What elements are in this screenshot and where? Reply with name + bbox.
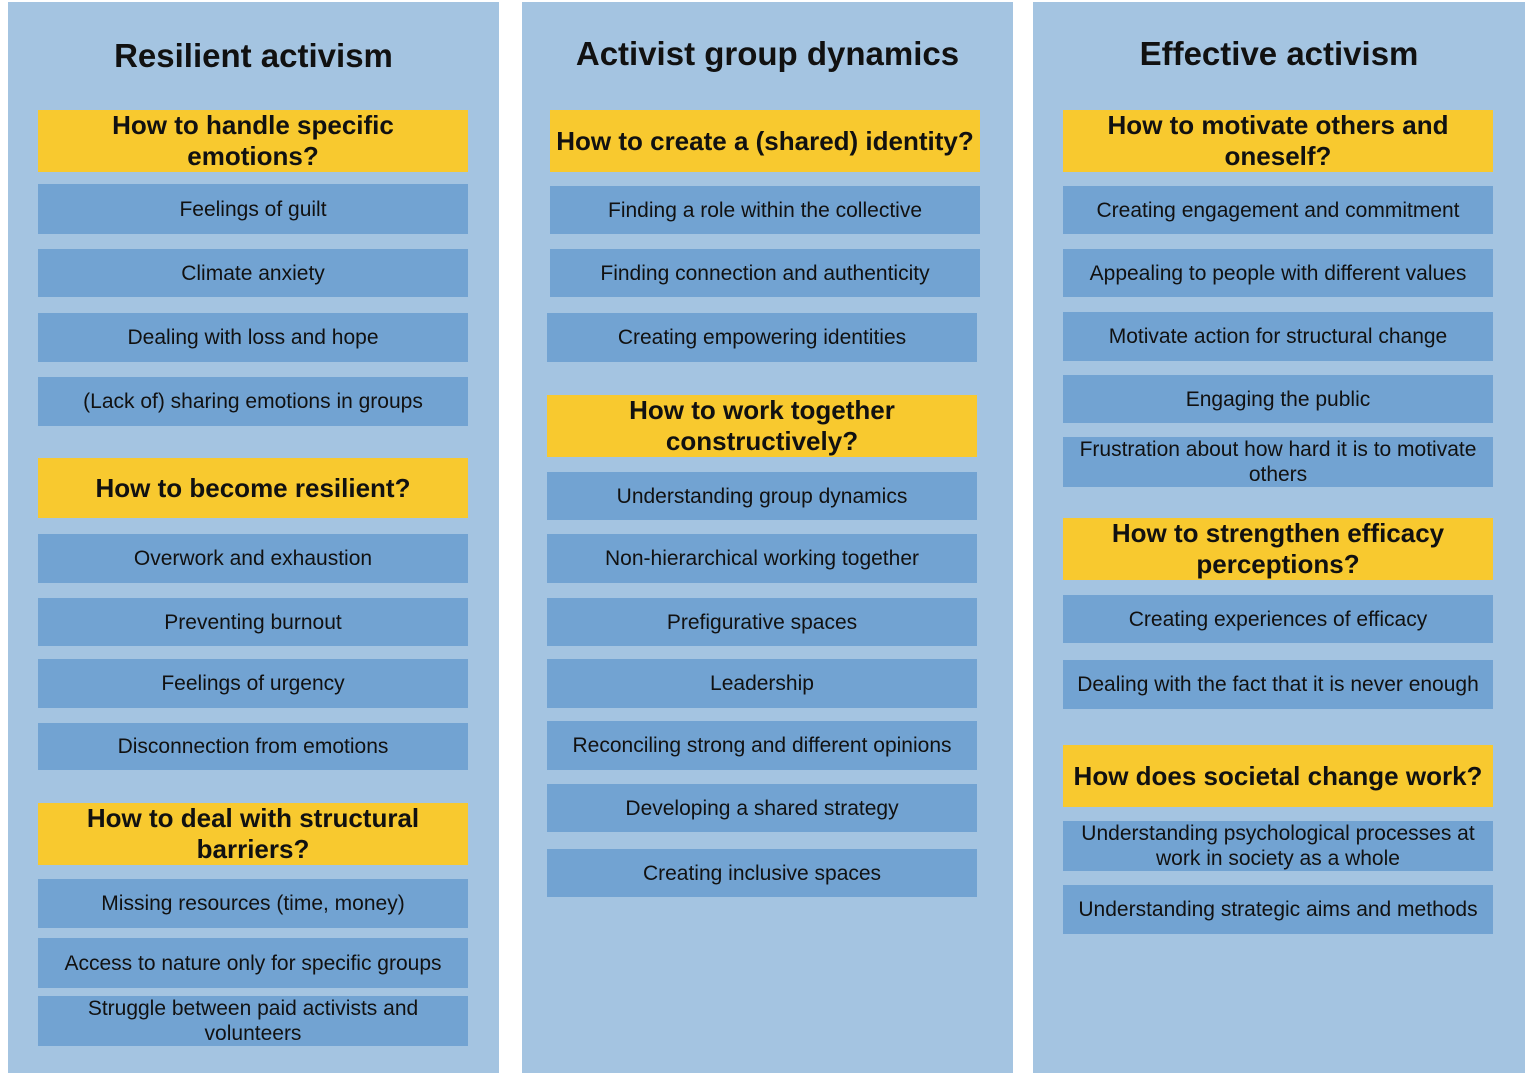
- section-heading: How to motivate others and oneself?: [1063, 110, 1493, 172]
- topic-item: Dealing with the fact that it is never e…: [1063, 660, 1493, 709]
- topic-item: Disconnection from emotions: [38, 723, 468, 770]
- topic-item: Engaging the public: [1063, 375, 1493, 423]
- topic-item: Reconciling strong and different opinion…: [547, 721, 977, 770]
- section-heading: How to handle specific emotions?: [38, 110, 468, 172]
- column-resilient-activism: Resilient activism How to handle specifi…: [8, 2, 499, 1073]
- section-heading: How to create a (shared) identity?: [550, 110, 980, 172]
- column-title: Resilient activism: [114, 37, 393, 74]
- topic-item: Developing a shared strategy: [547, 784, 977, 832]
- topic-item: Feelings of guilt: [38, 184, 468, 234]
- topic-item: Motivate action for structural change: [1063, 312, 1493, 361]
- topic-item: Dealing with loss and hope: [38, 313, 468, 362]
- section-heading: How to strengthen efficacy perceptions?: [1063, 518, 1493, 580]
- topic-item: Prefigurative spaces: [547, 598, 977, 646]
- section-heading: How to work together constructively?: [547, 395, 977, 457]
- topic-item: Finding a role within the collective: [550, 186, 980, 234]
- section-heading: How does societal change work?: [1063, 745, 1493, 807]
- topic-item: Understanding psychological processes at…: [1063, 821, 1493, 871]
- section-heading: How to become resilient?: [38, 458, 468, 518]
- topic-item: Creating engagement and commitment: [1063, 186, 1493, 234]
- topic-item: Creating empowering identities: [547, 313, 977, 362]
- topic-item: Missing resources (time, money): [38, 879, 468, 928]
- column-title: Effective activism: [1139, 35, 1419, 72]
- topic-item: Feelings of urgency: [38, 659, 468, 708]
- column-effective-activism: Effective activism How to motivate other…: [1033, 2, 1525, 1073]
- topic-item: (Lack of) sharing emotions in groups: [38, 377, 468, 426]
- topic-item: Non-hierarchical working together: [547, 534, 977, 583]
- topic-item: Creating experiences of efficacy: [1063, 595, 1493, 643]
- column-title: Activist group dynamics: [575, 35, 960, 72]
- topic-item: Struggle between paid activists and volu…: [38, 996, 468, 1046]
- column-activist-group-dynamics: Activist group dynamics How to create a …: [522, 2, 1013, 1073]
- topic-item: Finding connection and authenticity: [550, 249, 980, 297]
- topic-item: Overwork and exhaustion: [38, 534, 468, 583]
- topic-item: Frustration about how hard it is to moti…: [1063, 437, 1493, 487]
- topic-item: Climate anxiety: [38, 249, 468, 297]
- topic-item: Understanding group dynamics: [547, 472, 977, 520]
- topic-item: Leadership: [547, 659, 977, 708]
- topic-item: Appealing to people with different value…: [1063, 249, 1493, 297]
- topic-item: Creating inclusive spaces: [547, 849, 977, 897]
- topic-item: Understanding strategic aims and methods: [1063, 885, 1493, 934]
- topic-item: Preventing burnout: [38, 598, 468, 646]
- section-heading: How to deal with structural barriers?: [38, 803, 468, 865]
- topic-item: Access to nature only for specific group…: [38, 938, 468, 988]
